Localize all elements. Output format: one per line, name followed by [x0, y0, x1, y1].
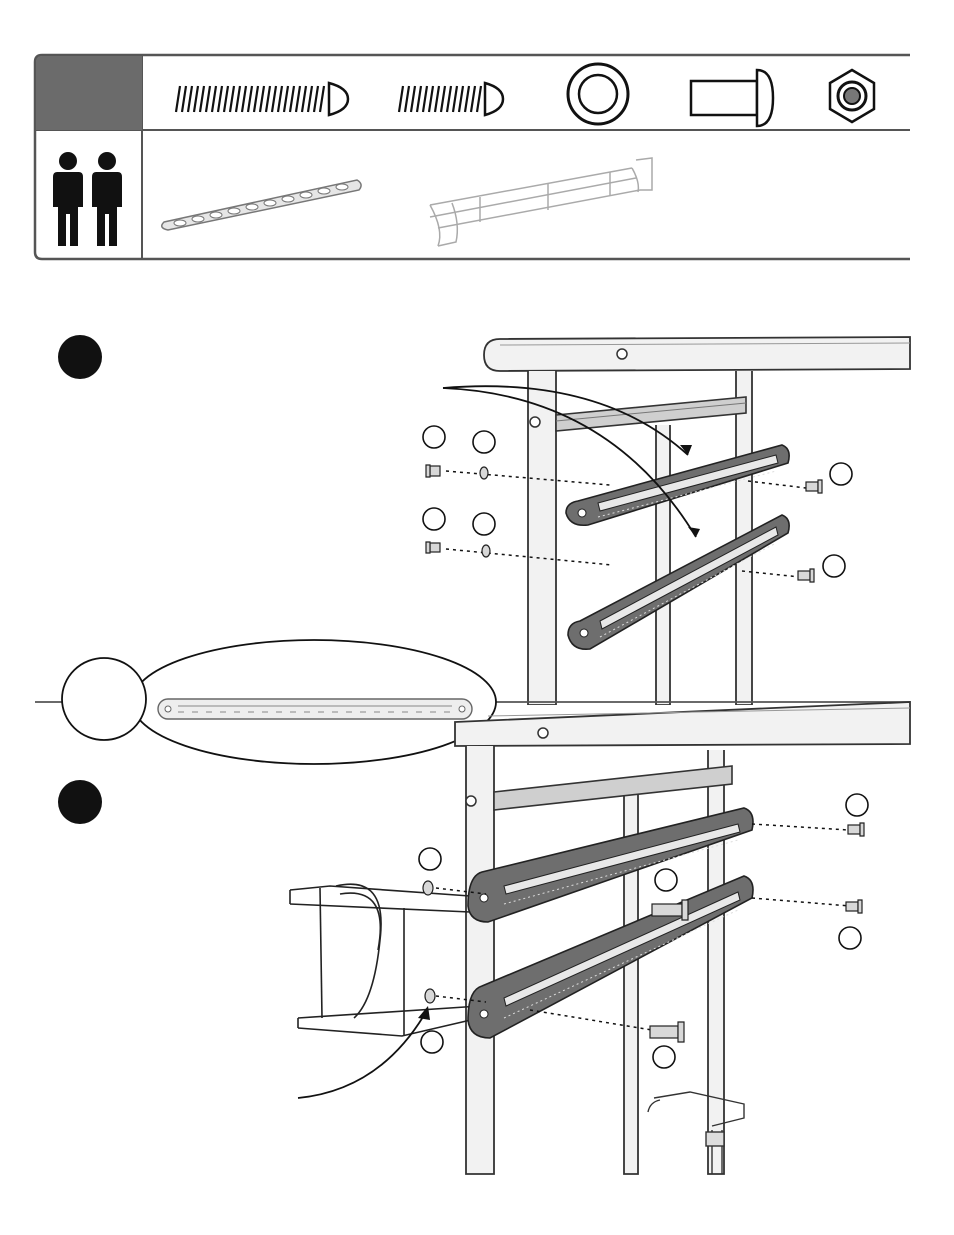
- short-bolt-icon: [399, 83, 503, 115]
- callout-circle: [830, 463, 852, 485]
- callout-circle: [846, 794, 868, 816]
- ladder-rail-icon: [162, 180, 361, 230]
- hex-nut-icon: [830, 70, 874, 122]
- callout-circle: [839, 927, 861, 949]
- upper-ladder-rail: [566, 445, 789, 525]
- post-bolt-hole: [466, 796, 476, 806]
- arrow-head: [688, 527, 700, 537]
- callout-circle: [423, 508, 445, 530]
- callout-circle: [653, 1046, 675, 1068]
- callout-circle: [823, 555, 845, 577]
- panel-header-block: [36, 56, 142, 130]
- callout-circle: [655, 869, 677, 891]
- callout-circle: [423, 426, 445, 448]
- arrow-head: [418, 1006, 430, 1020]
- step-2-arrow: [298, 1012, 426, 1098]
- rear-hook-frame: [648, 1092, 744, 1174]
- step-2-illustration: [0, 700, 954, 1180]
- post-bolt-hole: [530, 417, 540, 427]
- top-rail: [455, 702, 910, 746]
- parts-panel: [0, 0, 954, 280]
- two-people-icon: [53, 152, 122, 246]
- wire-basket-frame-icon: [430, 158, 652, 246]
- callout-circle: [473, 431, 495, 453]
- callout-circle: [473, 513, 495, 535]
- callout-circle: [421, 1031, 443, 1053]
- top-rail: [484, 337, 910, 371]
- wire-basket-frame: [290, 884, 488, 1036]
- barrel-nut-icon: [691, 70, 773, 126]
- callout-circle: [419, 848, 441, 870]
- long-bolt-icon: [176, 83, 348, 115]
- washer-icon: [568, 64, 628, 124]
- crossbar: [494, 766, 732, 810]
